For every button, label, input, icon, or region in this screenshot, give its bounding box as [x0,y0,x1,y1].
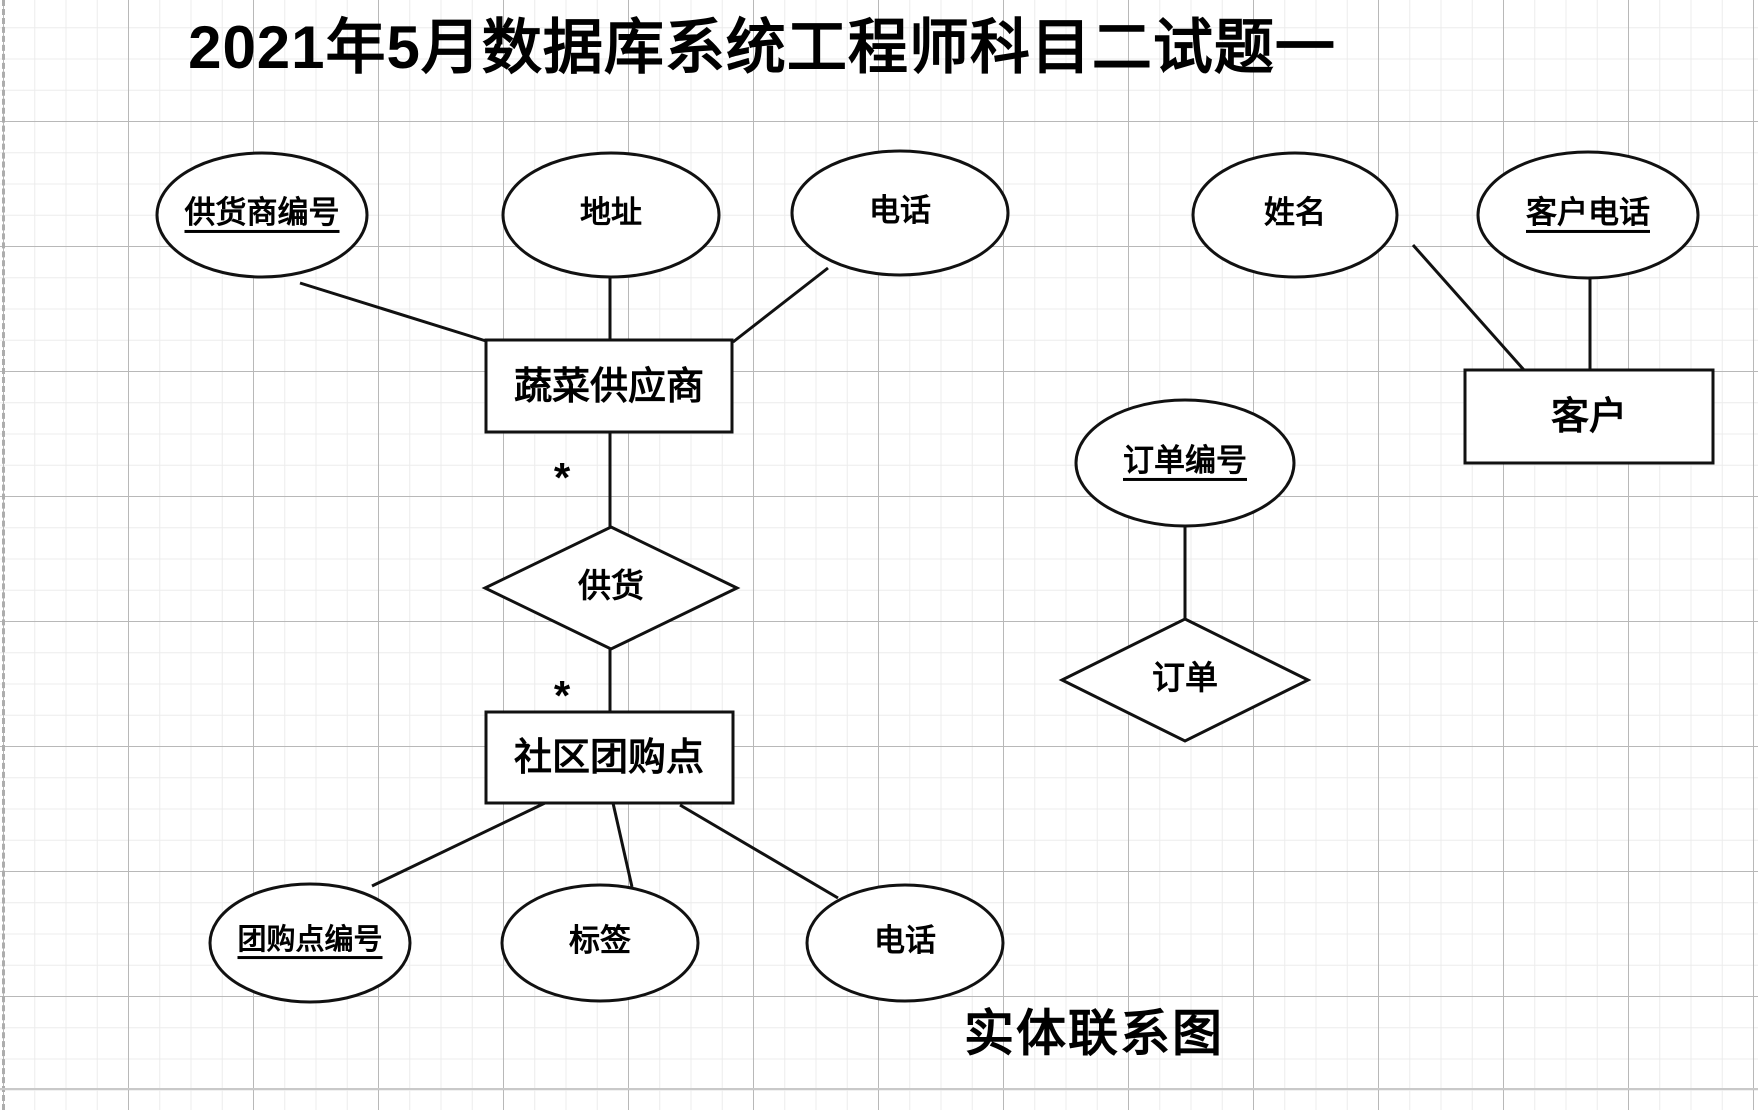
attribute-ellipse-name [1191,151,1399,279]
attribute-ellipse-point-id [208,882,412,1004]
connector-community-pointid [371,801,546,888]
attribute-label-point-phone: 电话 [874,922,936,958]
attribute-ellipse-supplier-phone [790,149,1010,277]
attribute-ellipse-point-phone [805,883,1005,1003]
attribute-label-customer-phone: 客户电话 [1526,194,1650,230]
entity-label-customer: 客户 [1550,396,1628,439]
attribute-label-address: 地址 [580,194,642,230]
entity-box-customer [1463,368,1715,465]
attribute-ellipse-tag [500,883,700,1003]
attribute-label-supplier-phone: 电话 [869,192,931,228]
connector-community-phone2 [679,803,839,900]
page-break-dashed-line [2,0,5,1110]
cardinality-star-lower: * [553,671,571,719]
page-title: 2021年5月数据库系统工程师科目二试题一 [188,14,1336,81]
relationship-diamond-supply [481,525,741,651]
attribute-ellipse-supplier-id [155,151,369,279]
attribute-label-name: 姓名 [1264,194,1326,230]
diagram-caption: 实体联系图 [964,1005,1224,1062]
connector-name-customer [1411,244,1526,371]
entity-label-community-point: 社区团购点 [513,737,705,780]
cardinality-star-upper: * [553,453,571,501]
connector-phone-supplier [732,266,829,344]
relationship-label-supply: 供货 [578,566,644,604]
entity-label-vegetable-supplier: 蔬菜供应商 [513,366,705,409]
bottom-grid-rule [0,1088,1758,1090]
attribute-label-order-id: 订单编号 [1123,442,1247,478]
attribute-label-point-id: 团购点编号 [237,924,383,957]
attribute-label-supplier-id: 供货商编号 [184,194,340,230]
attribute-ellipse-customer-phone [1476,150,1700,280]
relationship-label-order: 订单 [1152,658,1218,696]
connector-supplierid-supplier [299,281,487,343]
entity-box-vegetable-supplier [484,338,734,434]
attribute-ellipse-order-id [1074,398,1296,528]
connector-community-tag [611,802,634,888]
relationship-diamond-order [1058,617,1312,743]
attribute-ellipse-address [501,151,721,279]
attribute-label-tag: 标签 [569,922,631,958]
entity-box-community-point [484,710,735,805]
